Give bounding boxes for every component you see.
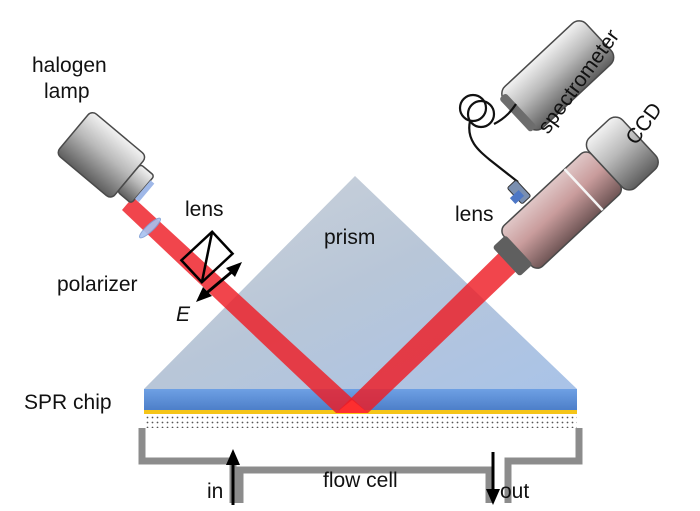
label-prism: prism bbox=[324, 226, 375, 249]
label-out: out bbox=[500, 480, 529, 503]
fiber-lens-tip bbox=[509, 189, 525, 205]
ccd-camera bbox=[493, 116, 659, 276]
lens-left bbox=[138, 217, 162, 239]
spectrometer bbox=[500, 20, 615, 132]
polarizer bbox=[179, 229, 235, 285]
label-polarizer: polarizer bbox=[57, 273, 138, 296]
reflected-beam bbox=[336, 242, 530, 413]
polarization-arrow bbox=[196, 262, 242, 302]
label-lens-left: lens bbox=[185, 198, 224, 221]
label-flow-cell: flow cell bbox=[323, 469, 398, 492]
label-field-e: E bbox=[176, 303, 191, 326]
label-lamp: lamp bbox=[44, 80, 90, 103]
incident-beam bbox=[122, 197, 368, 413]
optical-fiber bbox=[458, 93, 519, 183]
label-ccd: CCD bbox=[621, 99, 666, 149]
halogen-lamp bbox=[57, 111, 155, 203]
sensing-layer bbox=[144, 414, 577, 428]
flow-cell-channel bbox=[236, 466, 493, 503]
prism bbox=[144, 176, 577, 389]
reflection-spot bbox=[336, 400, 368, 413]
label-spr-chip: SPR chip bbox=[24, 391, 112, 414]
label-lens-right: lens bbox=[455, 203, 494, 226]
inlet-arrowhead bbox=[226, 449, 240, 465]
label-halogen: halogen bbox=[32, 54, 107, 77]
outlet-arrowhead bbox=[486, 489, 500, 505]
flow-cell-wall-right bbox=[504, 428, 583, 503]
label-in: in bbox=[207, 480, 223, 503]
